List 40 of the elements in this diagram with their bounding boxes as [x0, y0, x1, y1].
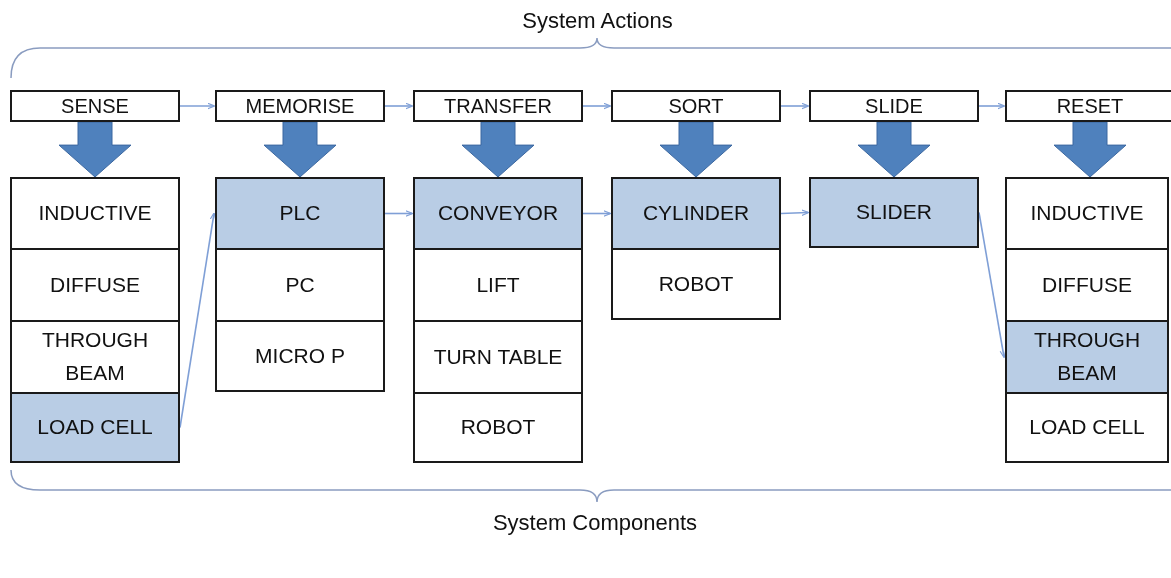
heading: System Actions: [521, 7, 674, 35]
caption: System Components: [491, 509, 699, 537]
action-box: SLIDE: [809, 90, 979, 122]
arrow: [780, 209, 810, 217]
component-box: DIFFUSE: [10, 248, 180, 322]
arrow: [384, 210, 414, 217]
action-box: TRANSFER: [413, 90, 583, 122]
component-box: CYLINDER: [611, 177, 781, 250]
block-arrow: [1053, 121, 1127, 178]
block-arrow: [659, 121, 733, 178]
arrow: [384, 102, 414, 110]
arrow: [978, 102, 1006, 110]
component-box: SLIDER: [809, 177, 979, 248]
block-arrow: [58, 121, 132, 178]
component-box: LOAD CELL: [10, 392, 180, 463]
block-arrow: [857, 121, 931, 178]
component-box: PLC: [215, 177, 385, 250]
component-box: THROUGH BEAM: [1005, 320, 1169, 394]
arrow: [582, 102, 612, 110]
block-arrow: [263, 121, 337, 178]
action-box: MEMORISE: [215, 90, 385, 122]
action-box: RESET: [1005, 90, 1171, 122]
action-box: SORT: [611, 90, 781, 122]
component-box: PC: [215, 248, 385, 322]
component-box: INDUCTIVE: [10, 177, 180, 250]
block-arrow: [461, 121, 535, 178]
arrow: [179, 102, 216, 110]
component-box: LIFT: [413, 248, 583, 322]
arrow: [582, 210, 612, 217]
action-box: SENSE: [10, 90, 180, 122]
component-box: LOAD CELL: [1005, 392, 1169, 463]
component-box: MICRO P: [215, 320, 385, 392]
component-box: THROUGH BEAM: [10, 320, 180, 394]
component-box: ROBOT: [413, 392, 583, 463]
component-box: CONVEYOR: [413, 177, 583, 250]
component-box: TURN TABLE: [413, 320, 583, 394]
component-box: ROBOT: [611, 248, 781, 320]
component-box: INDUCTIVE: [1005, 177, 1169, 250]
arrow: [780, 102, 810, 110]
component-box: DIFFUSE: [1005, 248, 1169, 322]
